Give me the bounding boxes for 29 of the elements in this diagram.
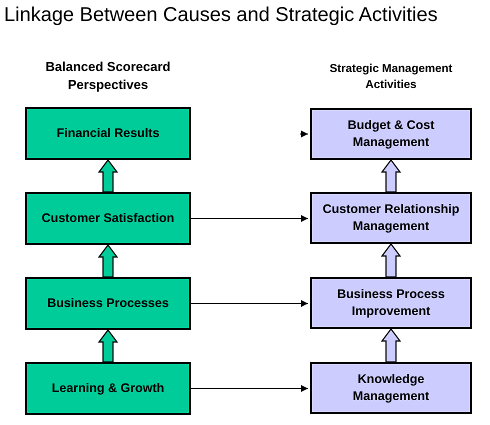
arrow: [190, 215, 308, 222]
block-arrow: [98, 159, 118, 193]
block-arrow: [98, 244, 118, 278]
box-label: Customer Relationship Management: [322, 201, 460, 235]
process-box: [310, 108, 472, 160]
arrow: [190, 385, 308, 392]
process-box: [25, 277, 191, 330]
block-arrow: [380, 159, 402, 193]
process-box: [310, 192, 472, 244]
block-arrow: [98, 329, 118, 363]
box-label: Knowledge Management: [352, 371, 430, 405]
arrow: [300, 130, 308, 138]
arrow: [190, 300, 308, 307]
column-heading: Strategic Management Activities: [328, 62, 454, 93]
block-arrow: [380, 328, 402, 363]
process-box: [310, 362, 472, 414]
box-label: Business Processes: [46, 295, 170, 312]
column-heading: Balanced Scorecard Perspectives: [44, 58, 172, 94]
process-box: [310, 277, 472, 329]
process-box: [25, 107, 191, 160]
diagram-title: Linkage Between Causes and Strategic Activities: [4, 4, 438, 27]
box-label: Business Process Improvement: [336, 286, 446, 320]
process-box: [25, 362, 191, 415]
block-arrow: [380, 243, 402, 278]
box-label: Customer Satisfaction: [40, 210, 176, 227]
box-label: Learning & Growth: [50, 380, 166, 397]
box-label: Budget & Cost Management: [346, 117, 436, 151]
process-box: [25, 192, 191, 245]
box-label: Financial Results: [56, 125, 160, 142]
